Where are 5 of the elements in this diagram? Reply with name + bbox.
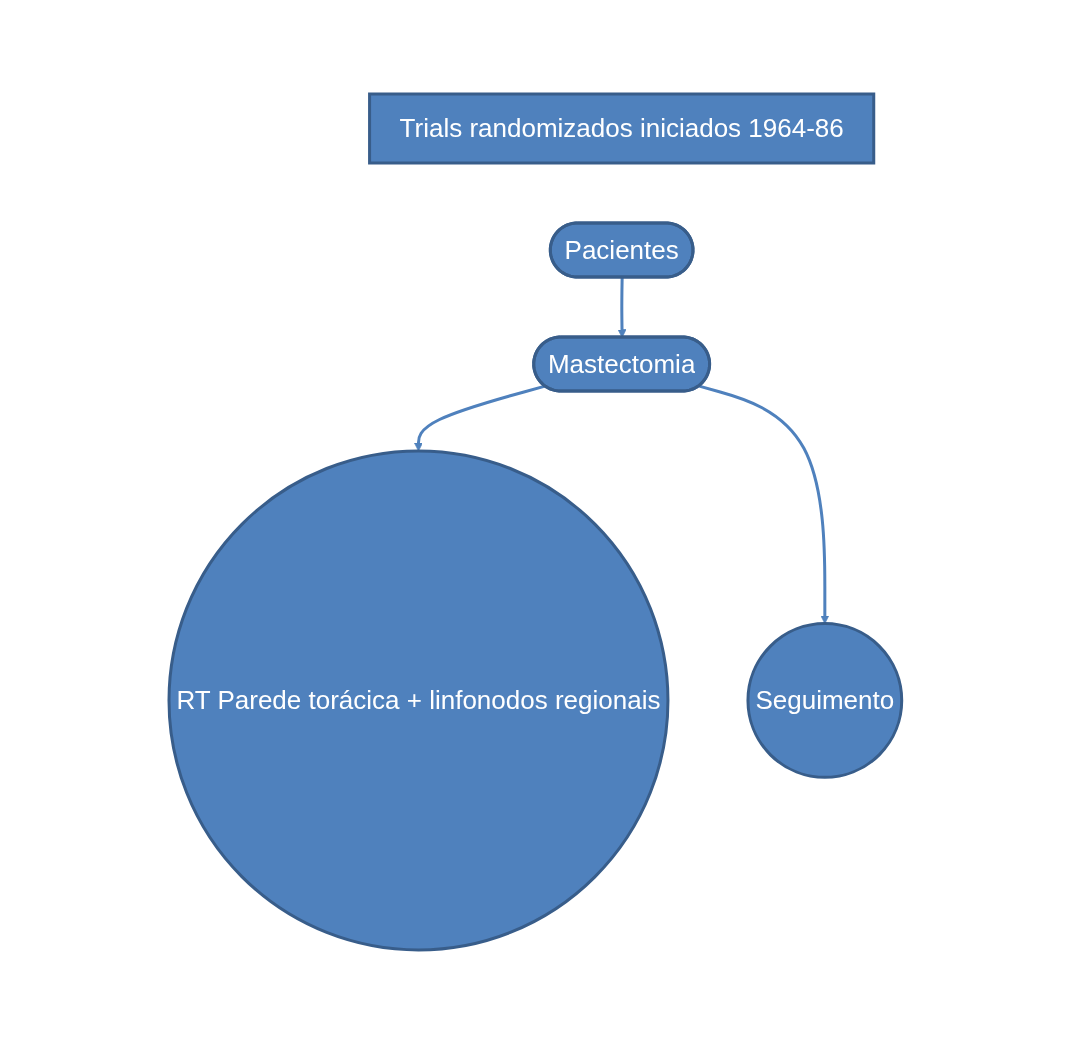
node-circle: Seguimento — [746, 621, 903, 779]
arrow — [698, 384, 829, 624]
node-circle: RT Parede torácica + linfonodos regionais — [167, 449, 670, 951]
arrow — [413, 384, 546, 451]
node-box: Trials randomizados iniciados 1964-86 — [367, 92, 875, 164]
